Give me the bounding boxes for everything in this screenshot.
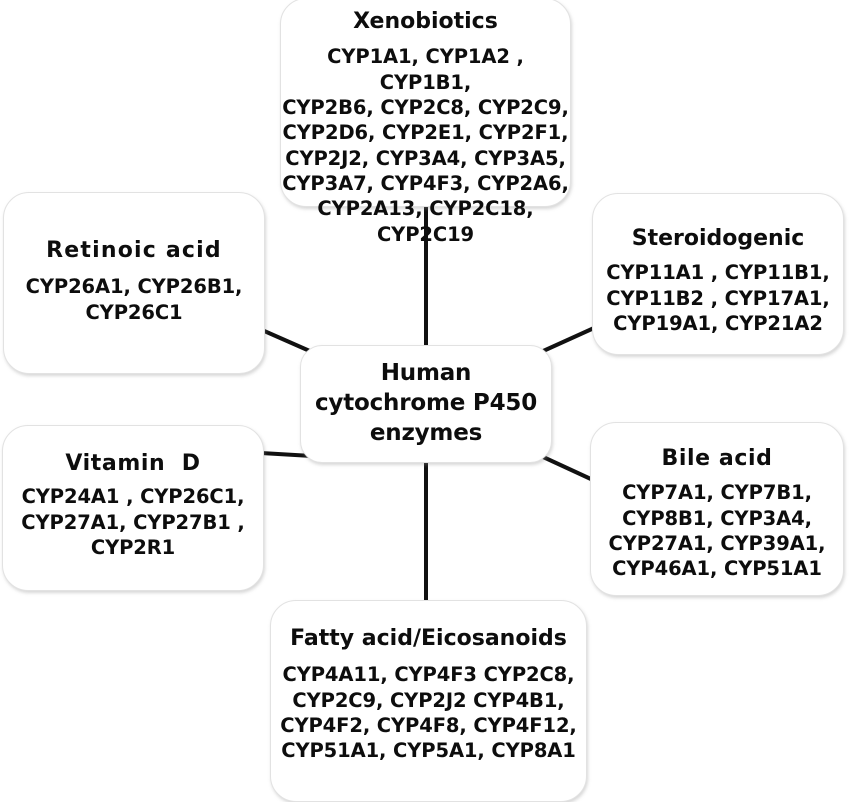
node-xenobiotics: Xenobiotics CYP1A1, CYP1A2 , CYP1B1, CYP… [280,0,571,246]
node-vitamin-d-enzymes: CYP24A1 , CYP26C1, CYP27A1, CYP27B1 , CY… [21,485,245,559]
node-fatty-acid-eicosanoids-title: Fatty acid/Eicosanoids [290,626,567,651]
node-steroidogenic: Steroidogenic CYP11A1 , CYP11B1, CYP11B2… [592,193,844,355]
node-steroidogenic-title: Steroidogenic [631,226,805,251]
connector-center-to-bileacid [540,454,594,482]
node-retinoic-acid: Retinoic acid CYP26A1, CYP26B1, CYP26C1 [3,192,265,374]
node-center-title: Human cytochrome P450 enzymes [314,360,537,446]
node-fatty-acid-eicosanoids-enzymes: CYP4A11, CYP4F3 CYP2C8, CYP2C9, CYP2J2 C… [280,663,577,763]
node-retinoic-acid-title: Retinoic acid [46,238,222,263]
node-bile-acid: Bile acid CYP7A1, CYP7B1, CYP8B1, CYP3A4… [590,422,844,596]
connector-center-to-steroidogenic [540,326,595,354]
node-fatty-acid-eicosanoids: Fatty acid/Eicosanoids CYP4A11, CYP4F3 C… [270,600,587,802]
node-center-human-cytochrome-p450: Human cytochrome P450 enzymes [300,345,552,463]
node-steroidogenic-enzymes: CYP11A1 , CYP11B1, CYP11B2 , CYP17A1, CY… [606,261,830,335]
node-vitamin-d-title: Vitamin D [65,451,201,476]
node-retinoic-acid-enzymes: CYP26A1, CYP26B1, CYP26C1 [25,275,243,324]
node-xenobiotics-title: Xenobiotics [353,9,498,34]
node-xenobiotics-enzymes: CYP1A1, CYP1A2 , CYP1B1, CYP2B6, CYP2C8,… [282,45,569,246]
node-vitamin-d: Vitamin D CYP24A1 , CYP26C1, CYP27A1, CY… [2,425,264,591]
node-bile-acid-title: Bile acid [661,446,773,471]
node-bile-acid-enzymes: CYP7A1, CYP7B1, CYP8B1, CYP3A4, CYP27A1,… [608,481,826,581]
connector-center-to-retinoic [261,328,313,354]
